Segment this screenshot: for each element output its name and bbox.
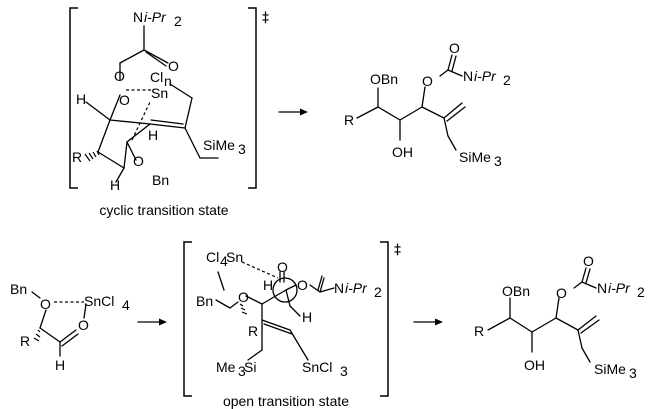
cl4sn-sn: Sn	[226, 249, 243, 265]
h-mid: H	[148, 127, 158, 143]
ester-o: O	[297, 277, 308, 293]
ester-o: O	[114, 68, 125, 84]
sncl3-subscript: 3	[340, 363, 348, 379]
sncl-subscript: 4	[122, 297, 130, 313]
oh-group: OH	[524, 357, 545, 373]
ipr-subscript: 2	[174, 13, 182, 29]
tms-subscript: 3	[238, 141, 246, 157]
reaction-arrow-top	[278, 108, 308, 116]
left-bracket	[183, 241, 192, 397]
ester-o: O	[556, 285, 567, 301]
cl4sn-cl: Cl	[206, 249, 219, 265]
ether-o: O	[40, 296, 51, 312]
ipr-subscript: 2	[503, 72, 511, 88]
tms-subscript: 3	[629, 365, 637, 381]
reaction-arrow-bottom-left	[137, 318, 167, 326]
cl-subscript: n	[164, 73, 172, 89]
ipr-group: i-Pr	[345, 280, 368, 296]
benzyl-group: Bn	[10, 281, 27, 297]
n-atom: N	[133, 9, 143, 25]
ipr-group: i-Pr	[608, 280, 631, 296]
benzyl-group: Bn	[152, 172, 169, 188]
right-bracket	[248, 7, 257, 189]
h-bottom: H	[110, 177, 120, 193]
ring-o: O	[119, 92, 130, 108]
left-bracket	[69, 7, 78, 189]
benzyl-group: Bn	[196, 293, 213, 309]
ester-o: O	[422, 73, 433, 89]
r-group: R	[474, 323, 484, 339]
oh-group: OH	[392, 144, 413, 160]
r-group: R	[20, 333, 30, 349]
me3si-si: Si	[244, 359, 256, 375]
carbonyl-o: O	[78, 317, 89, 333]
ipr-subscript: 2	[637, 284, 645, 300]
r-group: R	[248, 323, 258, 339]
carbonyl-o: O	[168, 58, 179, 74]
h-right: H	[302, 309, 312, 325]
dagger-symbol: ‡	[394, 242, 401, 258]
h-left: H	[76, 91, 86, 107]
ipr-subscript: 2	[374, 284, 382, 300]
r-group: R	[344, 112, 354, 128]
top-product: OBn O O N i-Pr 2 R OH SiMe 3	[344, 40, 511, 169]
tms-group: SiMe	[203, 137, 235, 153]
aldehyde-h: H	[55, 357, 65, 373]
carbonyl-o: O	[449, 40, 460, 56]
benzyl-o: O	[238, 289, 249, 305]
tms-group: SiMe	[594, 361, 626, 377]
cl-atom: Cl	[150, 69, 163, 85]
open-ts-caption: open transition state	[223, 393, 349, 409]
r-group: R	[72, 149, 82, 165]
carbonyl-o: O	[277, 259, 288, 275]
me3si-me: Me	[216, 359, 236, 375]
obn-group: OBn	[370, 71, 398, 87]
bottom-product: OBn O O N i-Pr 2 R OH SiMe 3	[474, 253, 645, 381]
reaction-arrow-bottom-right	[413, 318, 443, 326]
cl4sn-subscript: 4	[220, 253, 228, 269]
right-bracket	[380, 241, 389, 397]
highlight-circle	[272, 277, 298, 303]
open-transition-state: ‡ Cl 4 Sn O O N i-Pr	[183, 241, 401, 409]
cyclic-ts-caption: cyclic transition state	[99, 202, 228, 218]
sncl-group: SnCl	[84, 293, 114, 309]
tms-group: SiMe	[459, 149, 491, 165]
tms-subscript: 3	[494, 153, 502, 169]
cyclic-transition-state: ‡ N i-Pr 2 O O Cl n	[69, 7, 269, 218]
sn-atom: Sn	[151, 85, 168, 101]
benzyl-o: O	[133, 153, 144, 169]
h-top: H	[263, 277, 273, 293]
me3si-subscript: 3	[238, 363, 246, 379]
n-atom: N	[463, 68, 473, 84]
ipr-group: i-Pr	[474, 68, 497, 84]
bottom-reactant: Bn O SnCl 4 O R H	[10, 281, 130, 373]
n-atom: N	[334, 280, 344, 296]
n-atom: N	[597, 280, 607, 296]
sncl3-group: SnCl	[302, 359, 332, 375]
carbonyl-o: O	[583, 253, 594, 269]
dagger-symbol: ‡	[262, 10, 269, 26]
obn-group: OBn	[502, 283, 530, 299]
ipr-group: i-Pr	[144, 9, 167, 25]
